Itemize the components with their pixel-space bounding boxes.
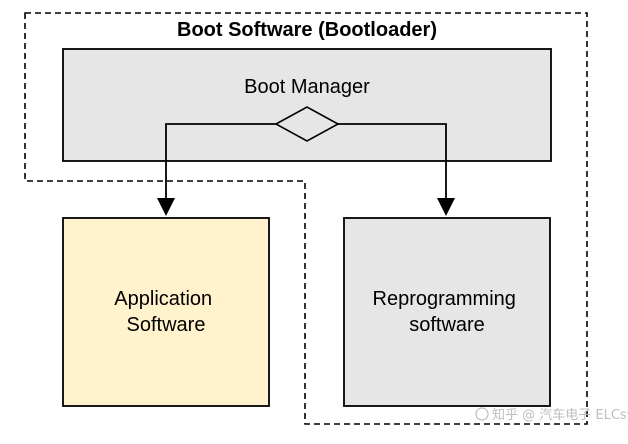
boot-manager-label: Boot Manager [244, 76, 370, 98]
arrow-to-application [157, 123, 276, 216]
application-software-line1: Application [114, 288, 212, 310]
reprogramming-software-line1: Reprogramming [373, 288, 516, 310]
reprogramming-software-box [343, 217, 551, 407]
application-software-box [62, 217, 270, 407]
reprogramming-software-line2: software [409, 314, 485, 336]
watermark: 知乎 @ 汽车电子 ELCsweng [475, 407, 628, 423]
reprogramming-software-label: Reprogramming software [373, 288, 522, 336]
watermark-icon [475, 407, 489, 421]
application-software-label: Application Software [114, 288, 217, 336]
bootloader-boundary [24, 12, 588, 425]
watermark-text: 知乎 @ 汽车电子 ELCsweng [492, 407, 628, 423]
diagram-title: Boot Software (Bootloader) [177, 19, 437, 41]
boot-manager-box [62, 48, 552, 162]
arrow-to-reprogramming [338, 123, 455, 216]
application-software-line2: Software [127, 314, 206, 336]
